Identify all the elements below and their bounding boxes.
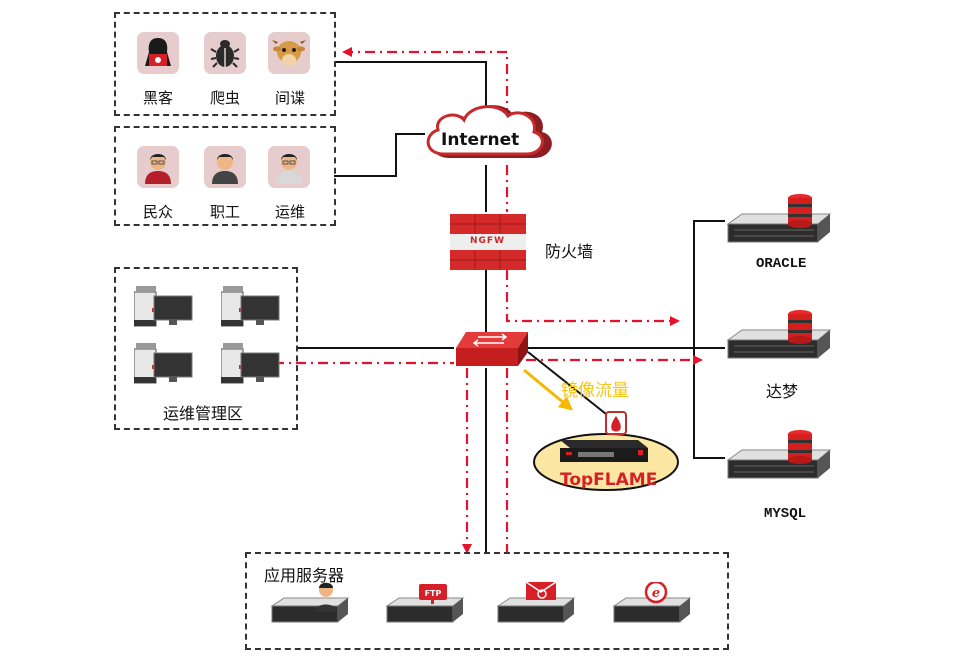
- workstation-icon[interactable]: [221, 343, 281, 385]
- ftp-app-server[interactable]: FTP: [385, 582, 465, 630]
- user-group-zone: [114, 126, 336, 226]
- internet-label: Internet: [441, 130, 520, 150]
- user-server-icon: [315, 582, 337, 612]
- citizen-icon: [145, 154, 171, 184]
- ops-user-tile[interactable]: [268, 146, 310, 188]
- app-servers-zone: [245, 552, 729, 650]
- hacker-label: 黑客: [143, 89, 174, 107]
- hacker-tile[interactable]: [137, 32, 179, 74]
- crawler-label: 爬虫: [210, 89, 241, 107]
- mysql-db-server[interactable]: [726, 428, 832, 484]
- mysql-label: MYSQL: [764, 506, 807, 522]
- mail-app-server[interactable]: [496, 582, 576, 630]
- dameng-label: 达梦: [766, 382, 799, 401]
- attack-flow-to-threats: [342, 47, 509, 118]
- ops-user-label: 运维: [275, 203, 306, 221]
- user-app-server[interactable]: [270, 582, 350, 630]
- database-cylinder-icon: [788, 430, 812, 464]
- spy-label: 间谍: [275, 89, 306, 107]
- citizen-label: 民众: [143, 203, 174, 221]
- citizen-tile[interactable]: [137, 146, 179, 188]
- link-db-bus: [693, 220, 725, 459]
- svg-text:e: e: [652, 586, 660, 601]
- ftp-server-icon: FTP: [419, 584, 447, 604]
- ops-user-icon: [276, 154, 302, 184]
- hacker-icon: [145, 38, 171, 66]
- link-switch-topflame: [527, 351, 607, 415]
- employee-label: 职工: [210, 203, 241, 221]
- ops-zone-label: 运维管理区: [163, 404, 244, 423]
- mail-server-icon: [525, 582, 557, 600]
- topflame-device[interactable]: [530, 410, 682, 492]
- web-app-server[interactable]: e: [612, 582, 692, 630]
- link-threat-internet: [334, 61, 487, 112]
- employee-tile[interactable]: [204, 146, 246, 188]
- firewall-icon[interactable]: [448, 212, 528, 272]
- spy-tile[interactable]: [268, 32, 310, 74]
- firewall-label: 防火墙: [545, 242, 594, 261]
- topflame-label: TopFLAME: [560, 470, 658, 490]
- dameng-db-server[interactable]: [726, 308, 832, 364]
- attack-flow-firewall-oracle: [505, 270, 680, 326]
- crawler-tile[interactable]: [204, 32, 246, 74]
- web-server-icon: e: [644, 582, 668, 604]
- internet-cloud-icon[interactable]: [420, 96, 560, 168]
- threat-group-zone: [114, 12, 336, 116]
- workstation-icon[interactable]: [134, 286, 194, 328]
- firewall-badge: NGFW: [470, 236, 505, 246]
- workstation-icon[interactable]: [221, 286, 281, 328]
- app-servers-label: 应用服务器: [264, 566, 345, 585]
- database-cylinder-icon: [788, 310, 812, 344]
- link-users-internet: [334, 133, 425, 177]
- workstation-icon[interactable]: [134, 343, 194, 385]
- oracle-db-server[interactable]: [726, 192, 832, 248]
- employee-icon: [212, 154, 238, 184]
- ops-zone: [114, 267, 298, 430]
- oracle-label: ORACLE: [756, 256, 807, 272]
- mirror-traffic-label: 镜像流量: [561, 381, 629, 401]
- spy-cow-icon: [272, 40, 306, 66]
- core-switch-icon[interactable]: [452, 330, 530, 370]
- database-cylinder-icon: [788, 194, 812, 228]
- mirror-traffic-arrow: [523, 368, 574, 411]
- svg-text:FTP: FTP: [425, 589, 442, 598]
- bug-icon: [210, 40, 240, 68]
